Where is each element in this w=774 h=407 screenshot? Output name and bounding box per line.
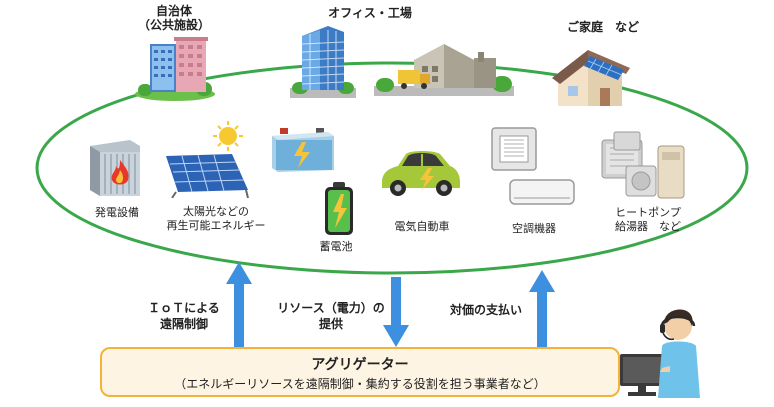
battery-label: 蓄電池 xyxy=(319,240,353,253)
office-building-icon xyxy=(290,26,356,98)
generator-icon xyxy=(90,140,140,196)
aircon-label: 空調機器 xyxy=(512,222,556,235)
resource-ellipse xyxy=(35,61,749,275)
public-building-icon xyxy=(135,37,215,101)
aggregator-subtitle: （エネルギーリソースを遠隔制御・集約する役割を担う事業者など） xyxy=(174,377,546,391)
heatpump-label: ヒートポンプ 給湯器 など xyxy=(615,206,681,233)
office-factory-label: オフィス・工場 xyxy=(328,6,412,20)
generator-label: 発電設備 xyxy=(95,206,139,219)
payment-arrow xyxy=(529,270,555,348)
electric-car-icon xyxy=(382,151,460,196)
resource-provision-label: リソース（電力）の 提供 xyxy=(277,301,385,331)
house-solar-icon xyxy=(552,50,630,106)
municipality-label: 自治体 （公共施設） xyxy=(137,4,210,32)
battery-cell-icon xyxy=(325,182,353,235)
aggregator-box: アグリゲーター （エネルギーリソースを遠隔制御・集約する役割を担う事業者など） xyxy=(100,347,620,397)
factory-icon xyxy=(374,44,514,96)
payment-label: 対価の支払い xyxy=(449,303,522,317)
home-label: ご家庭 など xyxy=(566,20,639,34)
solar-label: 太陽光などの 再生可能エネルギー xyxy=(166,205,266,232)
wall-ac-icon xyxy=(509,179,575,205)
heat-pump-icon xyxy=(601,131,685,199)
iot-control-label: ＩｏＴによる 遠隔制御 xyxy=(148,301,220,331)
ceiling-ac-icon xyxy=(491,127,537,171)
solar-panel-icon xyxy=(166,121,249,198)
aggregator-title: アグリゲーター xyxy=(311,357,409,373)
iot-control-arrow xyxy=(226,262,252,348)
car-battery-icon xyxy=(272,128,334,172)
resource-provision-arrow xyxy=(383,277,409,347)
operator-icon xyxy=(620,309,700,398)
ev-label: 電気自動車 xyxy=(394,220,450,233)
